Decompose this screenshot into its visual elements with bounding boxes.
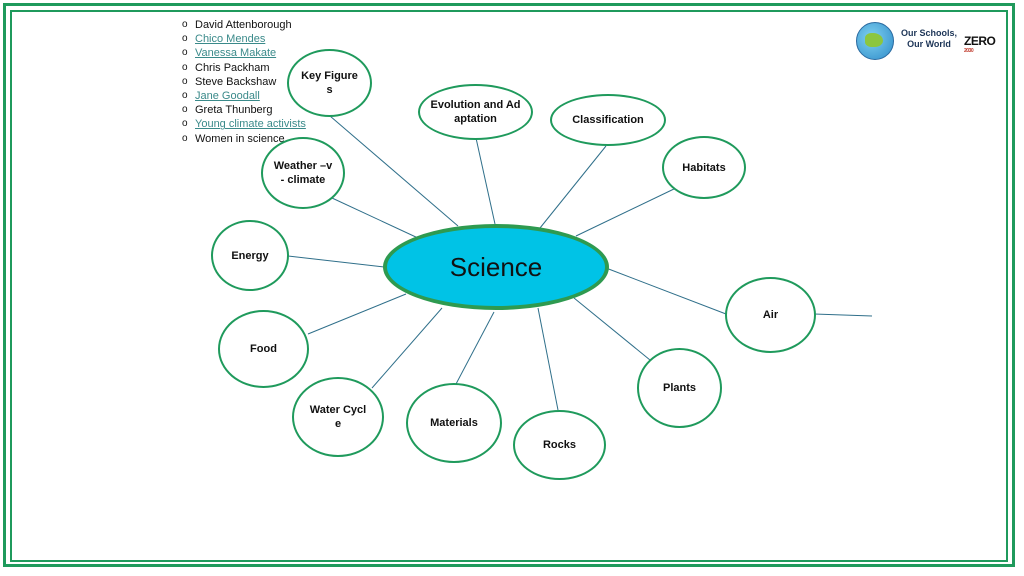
- outer-border: [3, 3, 1015, 567]
- inner-border: [10, 10, 1008, 562]
- connector-air-tail: [813, 313, 873, 317]
- topic-habitats: Habitats: [662, 136, 746, 199]
- connector-habitats: [575, 187, 677, 237]
- logo-text: Our Schools, Our World: [900, 28, 957, 49]
- list-item: Greta Thunberg: [178, 103, 306, 117]
- connector-rocks: [537, 307, 559, 411]
- connector-materials: [455, 311, 495, 385]
- list-item: Chris Packham: [178, 61, 306, 75]
- connector-plants: [573, 297, 651, 361]
- topic-air: Air: [725, 277, 816, 353]
- connector-food: [307, 293, 407, 335]
- central-topic: Science: [383, 224, 609, 310]
- list-item: Steve Backshaw: [178, 75, 306, 89]
- connector-key-figures: [329, 115, 459, 227]
- list-item-link[interactable]: Vanessa Makate: [178, 46, 306, 60]
- key-figures-list: David Attenborough Chico Mendes Vanessa …: [178, 18, 306, 146]
- connector-water-cycle: [371, 307, 443, 389]
- topic-rocks: Rocks: [513, 410, 606, 480]
- connector-air: [605, 267, 727, 315]
- topic-water-cycle: Water Cycle: [292, 377, 384, 457]
- topic-plants: Plants: [637, 348, 722, 428]
- connector-weather: [331, 197, 419, 239]
- list-item-link[interactable]: Jane Goodall: [178, 89, 306, 103]
- topic-key-figures: Key Figures: [287, 49, 372, 117]
- topic-food: Food: [218, 310, 309, 388]
- list-item: David Attenborough: [178, 18, 306, 32]
- topic-classification: Classification: [550, 94, 666, 146]
- topic-materials: Materials: [406, 383, 502, 463]
- topic-evolution: Evolution and Adaptation: [418, 84, 533, 140]
- globe-icon: [856, 22, 894, 60]
- topic-energy: Energy: [211, 220, 289, 291]
- connector-energy: [287, 255, 385, 268]
- connector-evolution: [475, 137, 496, 225]
- connector-classification: [539, 145, 607, 229]
- list-item-link[interactable]: Young climate activists: [178, 117, 306, 131]
- partner-logo: ZERO 2030: [964, 34, 996, 54]
- topic-weather: Weather –v- climate: [261, 137, 345, 209]
- logo: Our Schools, Our World ZERO 2030: [852, 14, 1002, 64]
- list-item: Women in science: [178, 132, 306, 146]
- list-item-link[interactable]: Chico Mendes: [178, 32, 306, 46]
